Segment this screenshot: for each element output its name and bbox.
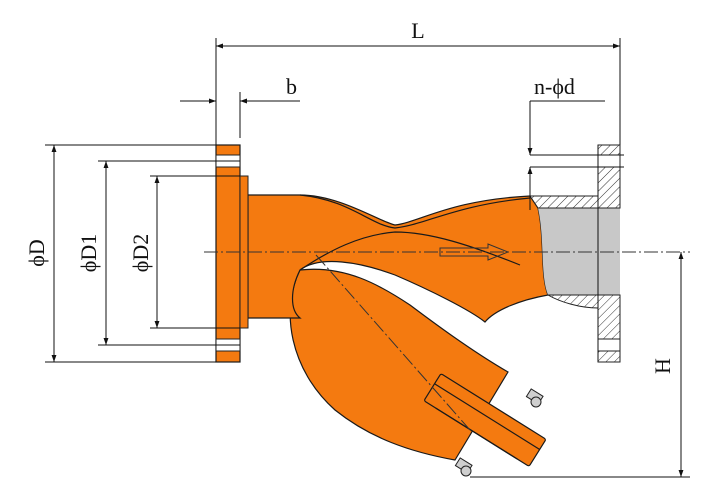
label-flange-outer-diameter: ϕD bbox=[24, 239, 49, 266]
outlet-flange-section bbox=[529, 144, 621, 363]
label-raised-face-diameter: ϕD2 bbox=[128, 234, 153, 272]
screen-axis-centerline bbox=[315, 254, 471, 431]
dimension-length: L bbox=[215, 18, 621, 145]
inlet-flange bbox=[215, 144, 249, 363]
dimension-bolt-circle-diameter: ϕD1 bbox=[76, 160, 240, 346]
label-bolt-holes: n-ϕd bbox=[534, 74, 575, 99]
label-height: H bbox=[650, 358, 675, 374]
dimension-raised-face-diameter: ϕD2 bbox=[128, 175, 240, 329]
cover-bolt-lower bbox=[454, 457, 473, 477]
dimension-height: H bbox=[470, 252, 690, 478]
label-bolt-circle-diameter: ϕD1 bbox=[76, 234, 101, 272]
flow-direction-arrow bbox=[439, 243, 510, 261]
dimension-bolt-holes: n-ϕd bbox=[527, 74, 624, 210]
dimension-flange-outer-diameter: ϕD bbox=[24, 144, 216, 363]
screen-cover bbox=[289, 268, 546, 477]
label-flange-thickness: b bbox=[286, 74, 297, 99]
cover-bolt-upper bbox=[525, 388, 544, 408]
dimension-flange-thickness: b bbox=[180, 74, 300, 138]
label-length: L bbox=[411, 18, 424, 43]
